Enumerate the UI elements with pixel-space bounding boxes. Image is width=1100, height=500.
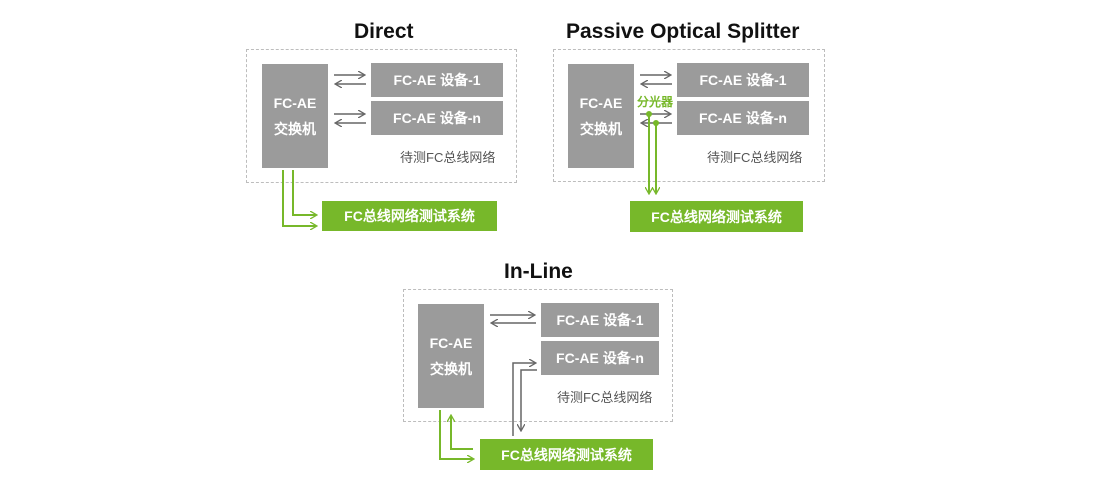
network-label-direct: 待测FC总线网络 (400, 150, 496, 165)
splitter-label: 分光器 (637, 95, 674, 109)
test-system-splitter: FC总线网络测试系统 (630, 201, 803, 232)
device-n-splitter: FC-AE 设备-n (677, 101, 809, 135)
switch-label-line1: FC-AE (429, 335, 473, 351)
fc-ae-switch-inline: FC-AE 交换机 (418, 304, 484, 408)
diagram-title-direct: Direct (354, 20, 414, 43)
network-label-inline: 待测FC总线网络 (557, 390, 653, 405)
diagram-title-splitter: Passive Optical Splitter (566, 20, 800, 43)
device-n-direct: FC-AE 设备-n (371, 101, 503, 135)
fc-ae-switch-splitter: FC-AE 交换机 (568, 64, 634, 168)
device-1-inline: FC-AE 设备-1 (541, 303, 659, 337)
network-frame-splitter (553, 49, 825, 182)
test-system-inline: FC总线网络测试系统 (480, 439, 653, 470)
device-1-splitter: FC-AE 设备-1 (677, 63, 809, 97)
switch-label-line2: 交换机 (430, 361, 472, 377)
network-label-splitter: 待测FC总线网络 (707, 150, 803, 165)
direct-device-arrows (334, 75, 366, 123)
splitter-device-arrows (640, 75, 672, 123)
device-n-inline: FC-AE 设备-n (541, 341, 659, 375)
diagram-title-inline: In-Line (504, 260, 573, 283)
inline-device-arrows (490, 315, 536, 323)
switch-label-line1: FC-AE (273, 95, 317, 111)
device-1-direct: FC-AE 设备-1 (371, 63, 503, 97)
direct-test-links (282, 170, 316, 226)
fc-ae-switch-direct: FC-AE 交换机 (262, 64, 328, 168)
switch-label-line2: 交换机 (580, 121, 622, 137)
inline-test-links (439, 410, 473, 459)
switch-label-line2: 交换机 (274, 121, 316, 137)
network-frame-inline (403, 289, 673, 422)
inline-device-n-path (512, 363, 537, 436)
network-frame-direct (246, 49, 517, 183)
splitter-taps (646, 111, 659, 193)
test-system-direct: FC总线网络测试系统 (322, 201, 497, 231)
switch-label-line1: FC-AE (579, 95, 623, 111)
